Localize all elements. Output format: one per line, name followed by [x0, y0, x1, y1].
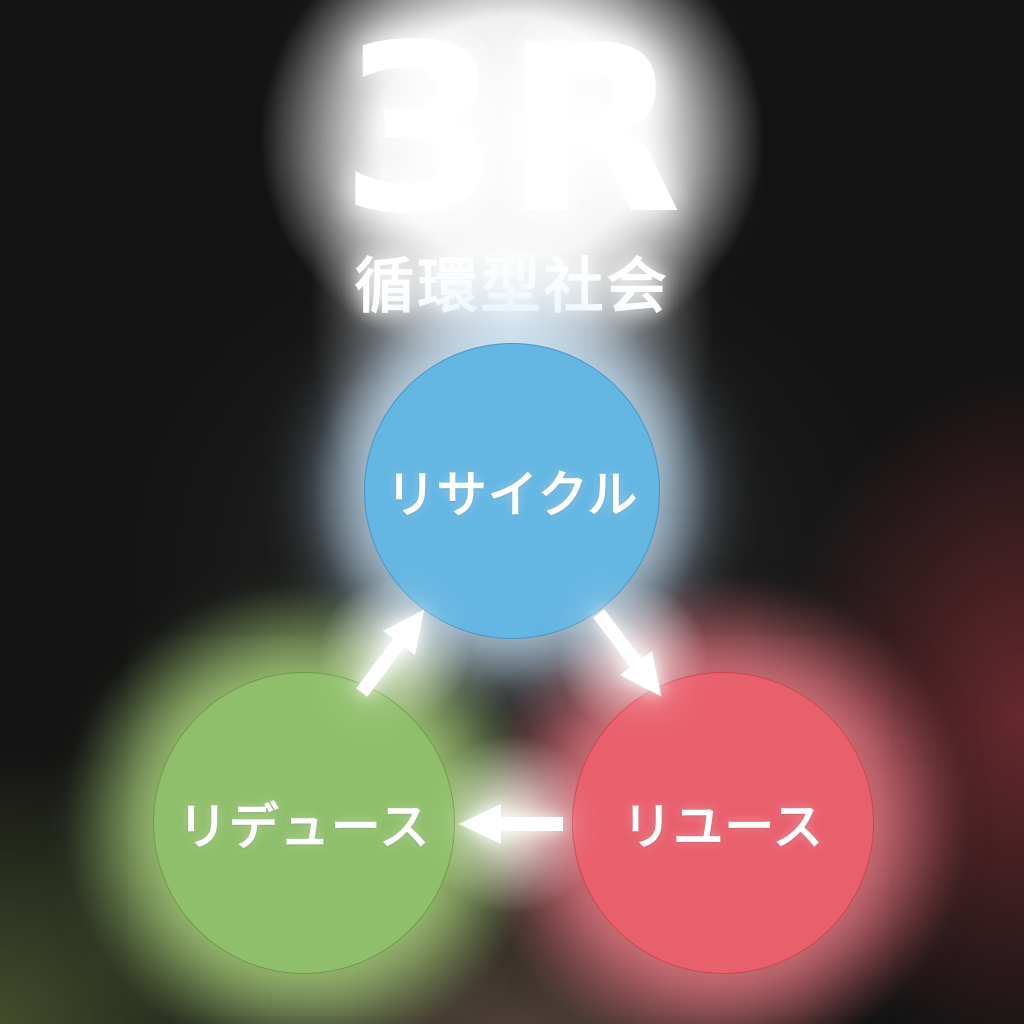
node-reuse-label: リユース [622, 798, 824, 856]
node-recycle: リサイクル [364, 343, 660, 639]
node-reuse: リユース [572, 672, 874, 974]
node-recycle-label: リサイクル [385, 466, 639, 524]
arrow-reduce-to-recycle-icon [356, 609, 425, 697]
page-title: 3R [339, 0, 685, 265]
arrow-recycle-to-reuse-icon [593, 609, 662, 697]
node-reduce: リデュース [153, 672, 455, 974]
page-subtitle: 循環型社会 [354, 252, 670, 322]
node-reduce-label: リデュース [177, 798, 431, 856]
arrow-reuse-to-reduce-icon [459, 804, 563, 844]
